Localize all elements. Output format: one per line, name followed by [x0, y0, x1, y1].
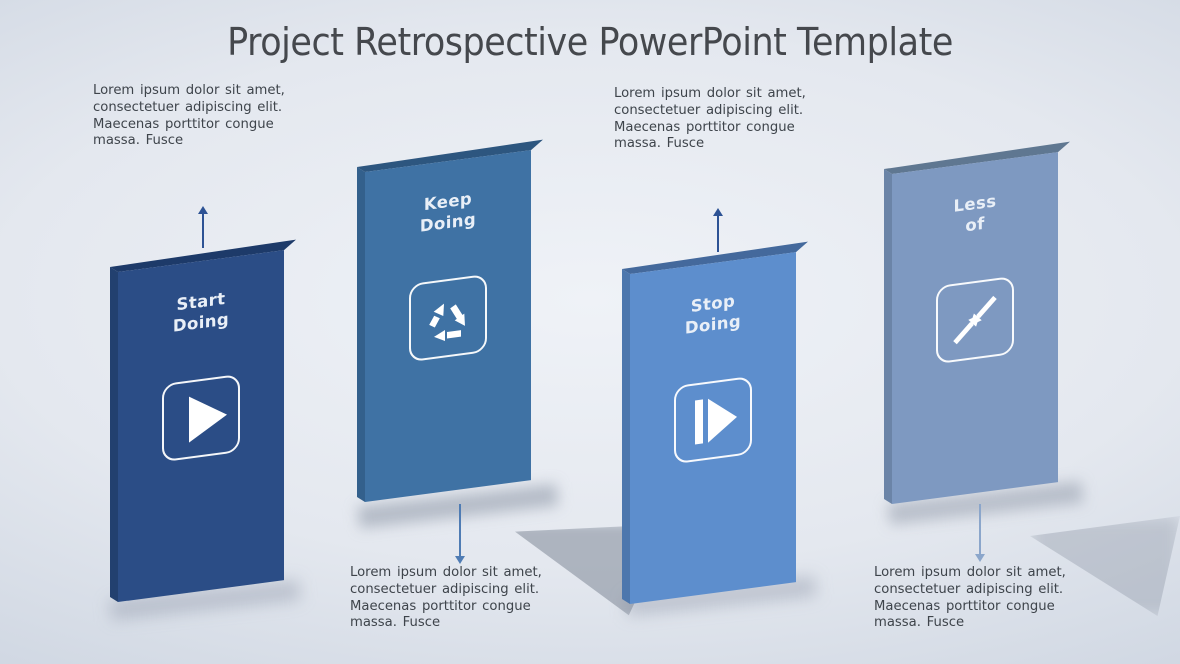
arrow-up-icon — [196, 206, 210, 248]
panel-less-of: Less of — [884, 141, 1070, 504]
panel-stop-doing: Stop Doing — [622, 241, 808, 604]
arrow-down-icon — [973, 504, 987, 562]
arrow-down-icon — [453, 504, 467, 564]
play-icon — [162, 373, 240, 463]
panel-start-doing: Start Doing — [110, 239, 296, 602]
collapse-arrows-icon — [936, 275, 1014, 365]
recycle-icon — [409, 273, 487, 363]
step-forward-icon — [674, 375, 752, 465]
panel-description: Lorem ipsum dolor sit amet, consectetuer… — [93, 83, 285, 149]
panel-description: Lorem ipsum dolor sit amet, consectetuer… — [350, 565, 542, 631]
slide-title: Project Retrospective PowerPoint Templat… — [227, 20, 953, 64]
panel-3d-slab — [884, 141, 1070, 504]
panel-3d-slab — [357, 139, 543, 502]
panel-description: Lorem ipsum dolor sit amet, consectetuer… — [614, 86, 806, 152]
panel-keep-doing: Keep Doing — [357, 139, 543, 502]
panel-description: Lorem ipsum dolor sit amet, consectetuer… — [874, 565, 1066, 631]
arrow-up-icon — [711, 208, 725, 252]
